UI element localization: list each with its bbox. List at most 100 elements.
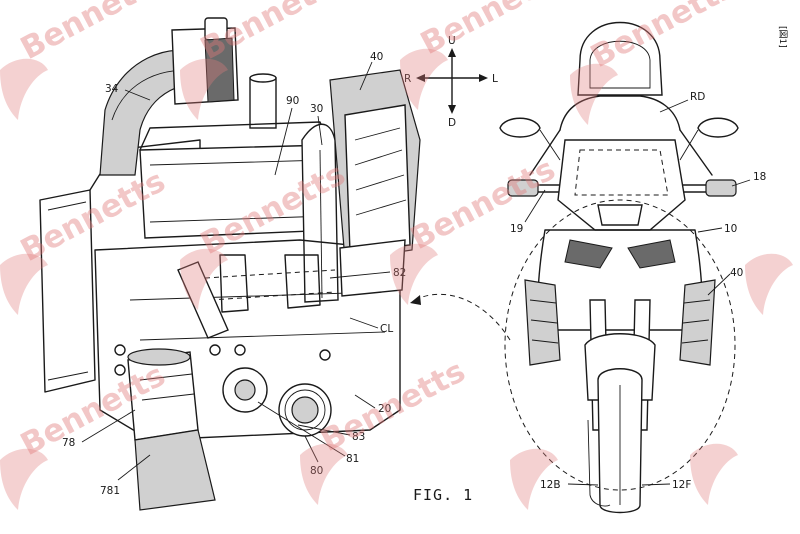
leader-81 bbox=[257, 401, 346, 457]
filter-78-bands bbox=[139, 373, 195, 401]
engine-block bbox=[94, 239, 401, 441]
watermark-logo bbox=[510, 448, 558, 510]
mirror-stalks bbox=[539, 129, 699, 161]
arrow-up-icon bbox=[448, 48, 456, 57]
leader-781 bbox=[117, 454, 151, 481]
brand-logo-icon bbox=[390, 243, 438, 305]
helmet-visor bbox=[589, 40, 651, 89]
label-CL: CL bbox=[380, 323, 393, 335]
grip-left bbox=[507, 179, 539, 197]
watermark-text: Bennetts bbox=[195, 0, 351, 67]
label-80: 80 bbox=[310, 465, 323, 477]
leader-19 bbox=[524, 189, 546, 223]
label-40-left: 40 bbox=[370, 51, 383, 63]
rear-wheel-12B bbox=[587, 419, 611, 507]
nose-intake bbox=[597, 204, 643, 226]
label-direction-left: L bbox=[492, 73, 498, 85]
label-RD: RD bbox=[690, 91, 705, 103]
leader-30 bbox=[317, 115, 323, 146]
watermark-text: Bennetts bbox=[15, 0, 171, 67]
pulley-80-hub bbox=[291, 396, 319, 424]
envelope-outline bbox=[504, 199, 736, 491]
label-781: 781 bbox=[100, 485, 120, 497]
air-cleaner-40-base bbox=[339, 239, 406, 297]
filter-78-top bbox=[127, 348, 191, 366]
mirror-left bbox=[499, 117, 541, 138]
leader-20 bbox=[354, 394, 376, 409]
headlight-right bbox=[627, 239, 676, 269]
leader-CL bbox=[349, 317, 379, 329]
leader-80 bbox=[304, 435, 319, 463]
sheet-mark: [図1] bbox=[777, 26, 788, 48]
rider-helmet bbox=[577, 21, 663, 96]
label-12F: 12F bbox=[672, 479, 691, 491]
leader-34 bbox=[124, 89, 151, 101]
pipe-30-center bbox=[319, 149, 323, 299]
watermark-text: Bennetts bbox=[415, 0, 571, 62]
rider-arms bbox=[529, 129, 713, 176]
brand-logo-icon bbox=[570, 63, 618, 125]
air-cleaner-40-panel bbox=[344, 104, 411, 253]
view-link-arrow bbox=[414, 293, 511, 341]
pulley-80-ring bbox=[284, 389, 326, 431]
watermark-logo bbox=[745, 253, 793, 315]
port-right bbox=[284, 254, 321, 309]
leader-40-left bbox=[359, 61, 373, 91]
leader-10 bbox=[697, 227, 723, 233]
side-duct-left bbox=[524, 279, 561, 366]
bolt bbox=[319, 349, 331, 361]
block-ribs bbox=[129, 291, 386, 341]
leader-RD bbox=[659, 99, 689, 113]
watermark-text: Bennetts bbox=[405, 151, 561, 257]
direction-cross bbox=[419, 51, 485, 111]
mirror-right bbox=[697, 117, 739, 138]
label-19: 19 bbox=[510, 223, 523, 235]
label-81: 81 bbox=[346, 453, 359, 465]
bolt bbox=[209, 344, 221, 356]
rider-shoulders bbox=[559, 95, 681, 131]
label-40-right: 40 bbox=[730, 267, 743, 279]
radiator-fins bbox=[47, 201, 89, 381]
leader-12F bbox=[641, 483, 671, 486]
watermark-logo: Bennetts bbox=[0, 163, 171, 315]
brand-logo-icon bbox=[180, 58, 228, 120]
bolt bbox=[114, 364, 126, 376]
figure-title: FIG. 1 bbox=[413, 486, 473, 504]
pulley-81-hub bbox=[234, 379, 256, 401]
airbox-dark-panel bbox=[204, 37, 235, 103]
engine-assembly bbox=[39, 17, 421, 511]
brand-logo-icon bbox=[0, 448, 48, 510]
body-90-edges bbox=[149, 159, 329, 223]
radiator-block bbox=[39, 189, 96, 393]
label-90: 90 bbox=[286, 95, 299, 107]
arrow-right-icon bbox=[416, 74, 425, 82]
headlight-left bbox=[564, 239, 613, 269]
label-20: 20 bbox=[378, 403, 391, 415]
front-fairing bbox=[537, 229, 703, 331]
watermark-text: Bennetts bbox=[315, 353, 471, 459]
label-34: 34 bbox=[105, 83, 119, 95]
label-83: 83 bbox=[352, 431, 365, 443]
label-12B: 12B bbox=[540, 479, 561, 491]
label-direction-up: U bbox=[448, 35, 456, 47]
leader-12B bbox=[567, 483, 599, 486]
leader-90 bbox=[274, 107, 293, 176]
watermark-text: Bennetts bbox=[585, 0, 741, 75]
watermark-logo bbox=[690, 443, 738, 505]
brand-logo-icon bbox=[510, 448, 558, 510]
brand-logo-icon bbox=[300, 443, 348, 505]
bolt bbox=[114, 344, 126, 356]
bolt-row bbox=[114, 344, 331, 376]
label-direction-right: R bbox=[404, 73, 411, 85]
leader-40-right bbox=[707, 273, 731, 296]
side-duct-right bbox=[679, 279, 716, 366]
leader-lines-left bbox=[81, 61, 391, 481]
brand-logo-icon bbox=[690, 443, 738, 505]
port-left bbox=[219, 254, 249, 313]
duct-781 bbox=[134, 429, 216, 511]
hidden-passage-82 bbox=[204, 269, 336, 301]
brand-logo-icon bbox=[400, 48, 448, 110]
leader-lines-right bbox=[524, 99, 751, 486]
